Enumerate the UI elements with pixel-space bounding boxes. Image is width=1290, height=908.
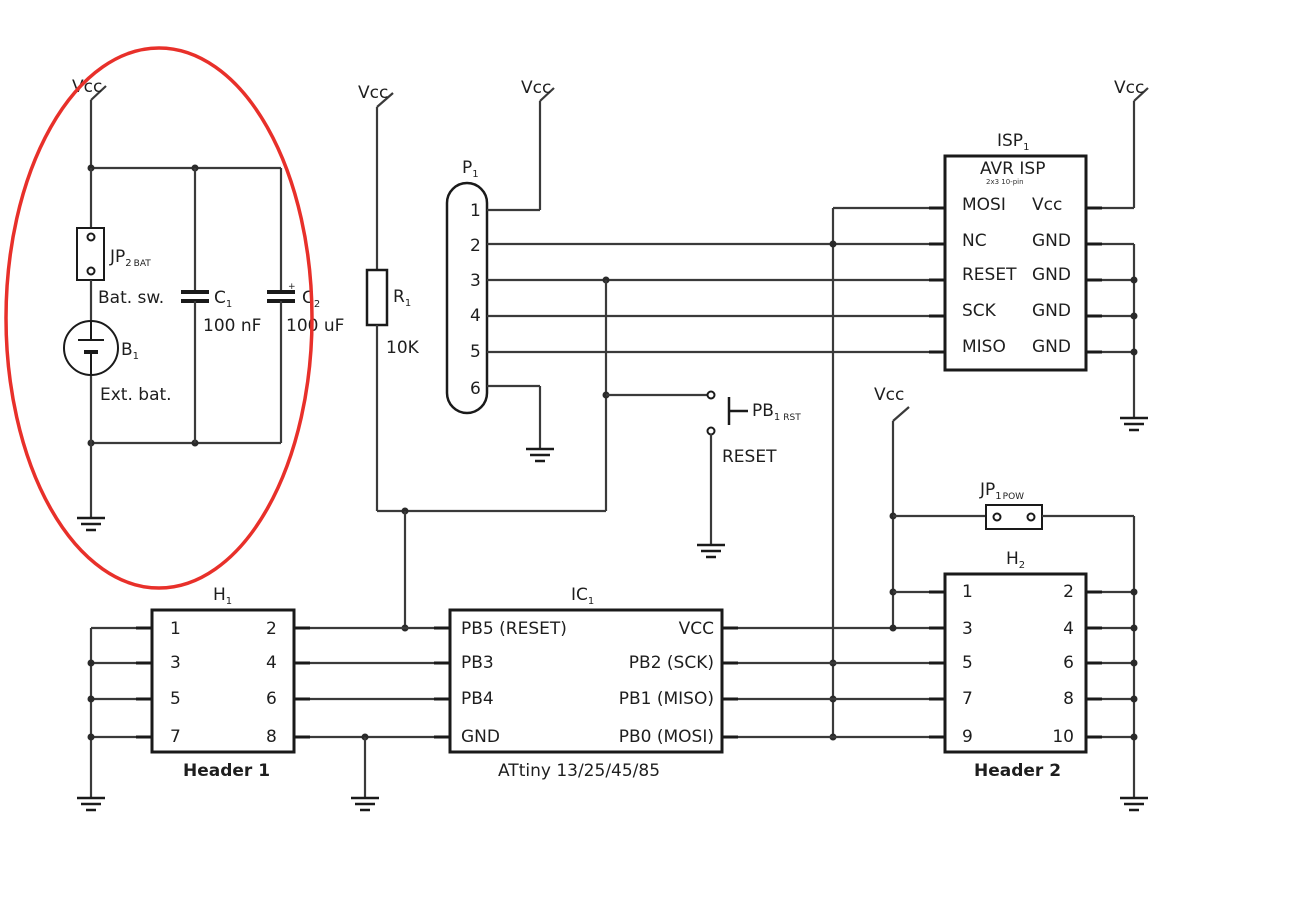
ic1-name: ATtiny 13/25/45/85 (498, 761, 660, 781)
vcc-label: Vcc (1114, 78, 1144, 98)
isp-pin-label: GND (1032, 265, 1071, 285)
isp-pin-label: GND (1032, 301, 1071, 321)
ic1-pin-label: PB4 (461, 689, 494, 709)
ic1-pin-label: PB5 (RESET) (461, 619, 567, 639)
ground-symbol-h2 (1120, 796, 1148, 812)
ground-symbol-power (77, 516, 105, 532)
isp-ref: ISP1 (997, 131, 1029, 153)
jp2-description: Bat. sw. (98, 288, 164, 308)
h2-pin-label: 2 (1063, 582, 1074, 602)
isp-pin-label: NC (962, 231, 987, 251)
vcc-label: Vcc (358, 83, 388, 103)
p1-pin-label: 6 (470, 379, 481, 399)
h1-pin-label: 8 (266, 727, 277, 747)
c2-value: 100 uF (286, 316, 344, 336)
isp-pin-label: GND (1032, 231, 1071, 251)
h2-pin-label: 9 (962, 727, 973, 747)
svg-text:+: + (288, 282, 296, 292)
p1-ref: P1 (462, 158, 479, 180)
h1-pin-label: 1 (170, 619, 181, 639)
c1-ref: C1 (214, 288, 232, 310)
ic1-pin-label: PB3 (461, 653, 494, 673)
r1-value: 10K (386, 338, 420, 358)
h2-pin-label: 10 (1052, 727, 1074, 747)
h2-pin-label: 4 (1063, 619, 1074, 639)
header-h1: H1 Header 1 1 3 5 7 2 4 6 8 (136, 585, 310, 781)
isp-subtitle: 2x3 10-pin (986, 178, 1024, 186)
vcc-label: Vcc (874, 385, 904, 405)
jp1-ref: JP1POW (979, 480, 1024, 502)
isp-pin-label: GND (1032, 337, 1071, 357)
h1-pin-label: 3 (170, 653, 181, 673)
ground-symbol-pb1 (697, 543, 725, 559)
ground-symbol-ic (351, 796, 379, 812)
b1-ref: B1 (121, 340, 139, 362)
h1-ref: H1 (213, 585, 232, 607)
h2-pin-label: 3 (962, 619, 973, 639)
h2-pin-label: 7 (962, 689, 973, 709)
jp1-jumper: JP1POW (893, 480, 1134, 530)
ic1-pin-label: GND (461, 727, 500, 747)
ic1-pin-label: PB2 (SCK) (629, 653, 714, 673)
c1-value: 100 nF (203, 316, 261, 336)
connector-p1: P1 1 2 3 4 5 6 Vcc (445, 78, 929, 463)
p1-pin-label: 5 (470, 342, 481, 362)
h2-pin-label: 5 (962, 653, 973, 673)
p1-pin-label: 2 (470, 236, 481, 256)
c2-ref: C2 (302, 288, 320, 310)
b1-description: Ext. bat. (100, 385, 172, 405)
h1-pin-label: 2 (266, 619, 277, 639)
p1-pin-label: 4 (470, 306, 481, 326)
ground-symbol-isp (1120, 416, 1148, 432)
p1-pin-label: 3 (470, 271, 481, 291)
h1-pin-label: 5 (170, 689, 181, 709)
isp-pin-label: SCK (962, 301, 997, 321)
ic1-pin-label: PB1 (MISO) (619, 689, 714, 709)
ic1-pin-label: VCC (679, 619, 714, 639)
h1-name: Header 1 (183, 761, 270, 781)
vcc-label: Vcc (521, 78, 551, 98)
isp-pin-label: MISO (962, 337, 1006, 357)
h1-pin-label: 6 (266, 689, 277, 709)
isp-pin-label: MOSI (962, 195, 1006, 215)
h2-pin-label: 8 (1063, 689, 1074, 709)
h2-name: Header 2 (974, 761, 1061, 781)
highlight-ellipse (4, 46, 314, 590)
header-h2: H2 Header 2 1 3 5 7 9 2 4 6 8 10 (929, 549, 1102, 781)
h2-pin-label: 6 (1063, 653, 1074, 673)
ground-symbol-h1 (77, 796, 105, 812)
p1-pin-label: 1 (470, 201, 481, 221)
pb1-label: RESET (722, 447, 777, 467)
ic1-pin-label: PB0 (MOSI) (619, 727, 714, 747)
r1-ref: R1 (393, 287, 411, 309)
isp-title: AVR ISP (980, 159, 1045, 179)
h2-ref: H2 (1006, 549, 1025, 571)
h1-pin-label: 7 (170, 727, 181, 747)
h2-pin-label: 1 (962, 582, 973, 602)
isp-pin-label: Vcc (1032, 195, 1062, 215)
resistor-r1: Vcc R1 10K (358, 83, 420, 511)
ic1-ref: IC1 (571, 585, 594, 607)
vcc-label: Vcc (72, 77, 102, 97)
ground-symbol-p1 (526, 447, 554, 463)
ic-attiny: IC1 ATtiny 13/25/45/85 PB5 (RESET) PB3 P… (434, 585, 738, 781)
isp-pin-label: RESET (962, 265, 1017, 285)
isp-connector: ISP1 AVR ISP 2x3 10-pin MOSI NC RESET SC… (929, 131, 1102, 372)
h1-pin-label: 4 (266, 653, 277, 673)
